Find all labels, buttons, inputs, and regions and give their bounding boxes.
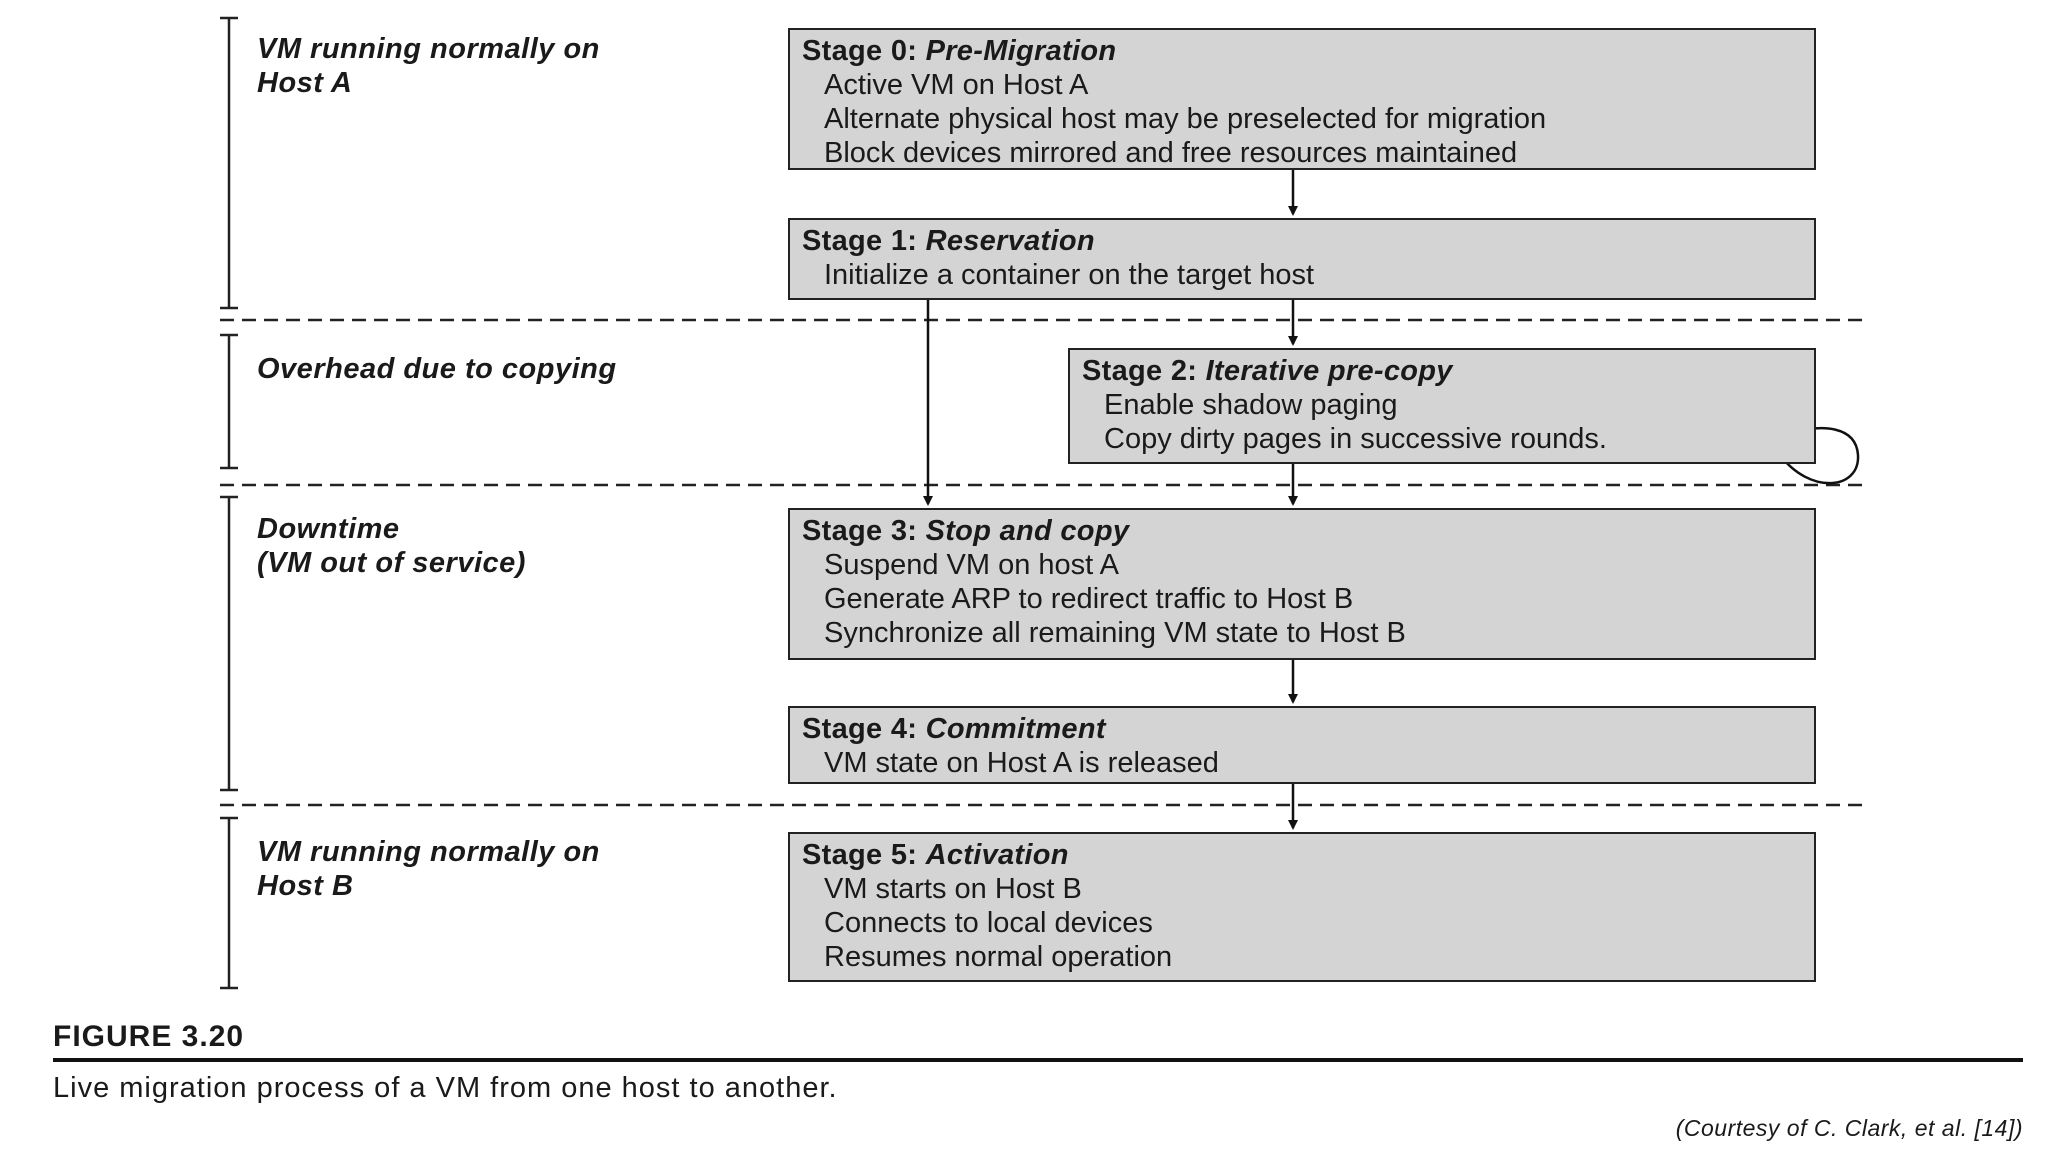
figure-label: FIGURE 3.20 [53, 1020, 245, 1053]
phase-bracket-overhead [220, 333, 238, 470]
figure-caption: Live migration process of a VM from one … [53, 1072, 838, 1104]
phase-label-line: VM running normally on [257, 836, 600, 868]
phase-label-host-a: VM running normally on Host A [257, 32, 600, 100]
stage-title: Stage 3: Stop and copy [802, 515, 1130, 547]
stage-title: Stage 0: Pre-Migration [802, 35, 1117, 67]
stage-item: Suspend VM on host A [824, 549, 1120, 581]
stage-title: Stage 4: Commitment [802, 713, 1106, 745]
stage-item: Connects to local devices [824, 907, 1153, 939]
stage-item: Enable shadow paging [1104, 389, 1398, 421]
stage-item: VM state on Host A is released [824, 747, 1219, 779]
stage-item: VM starts on Host B [824, 873, 1082, 905]
stage-item: Initialize a container on the target hos… [824, 259, 1315, 291]
phase-bracket-host-b [220, 816, 238, 990]
figure-rule [53, 1058, 2023, 1062]
stage-0-box: Stage 0: Pre-Migration Active VM on Host… [788, 28, 1816, 170]
stage-item: Block devices mirrored and free resource… [824, 137, 1518, 169]
phase-label-line: Host A [257, 67, 353, 99]
stage-4-box: Stage 4: Commitment VM state on Host A i… [788, 706, 1816, 784]
stage-item: Synchronize all remaining VM state to Ho… [824, 617, 1406, 649]
phase-label-host-b: VM running normally on Host B [257, 835, 600, 903]
stage-item: Generate ARP to redirect traffic to Host… [824, 583, 1354, 615]
stage-5-box: Stage 5: Activation VM starts on Host B … [788, 832, 1816, 982]
phase-bracket-downtime [220, 495, 238, 792]
stage-item: Alternate physical host may be preselect… [824, 103, 1547, 135]
phase-label-overhead: Overhead due to copying [257, 352, 617, 386]
phase-bracket-host-a [220, 16, 238, 310]
stage-title: Stage 2: Iterative pre-copy [1082, 355, 1453, 387]
stage-2-box: Stage 2: Iterative pre-copy Enable shado… [1068, 348, 1816, 464]
stage-1-box: Stage 1: Reservation Initialize a contai… [788, 218, 1816, 300]
stage-item: Active VM on Host A [824, 69, 1089, 101]
phase-label-line: Downtime [257, 513, 400, 545]
phase-label-line: Overhead due to copying [257, 353, 617, 385]
phase-label-line: (VM out of service) [257, 547, 526, 579]
phase-label-downtime: Downtime (VM out of service) [257, 512, 526, 580]
phase-label-line: VM running normally on [257, 33, 600, 65]
stage-item: Resumes normal operation [824, 941, 1173, 973]
stage-item: Copy dirty pages in successive rounds. [1104, 423, 1607, 455]
figure-credit: (Courtesy of C. Clark, et al. [14]) [1675, 1115, 2023, 1141]
stage-title: Stage 1: Reservation [802, 225, 1095, 257]
stage-3-box: Stage 3: Stop and copy Suspend VM on hos… [788, 508, 1816, 660]
phase-label-line: Host B [257, 870, 354, 902]
stage-title: Stage 5: Activation [802, 839, 1069, 871]
loop-arrow-precopy-rounds [1779, 425, 1860, 485]
